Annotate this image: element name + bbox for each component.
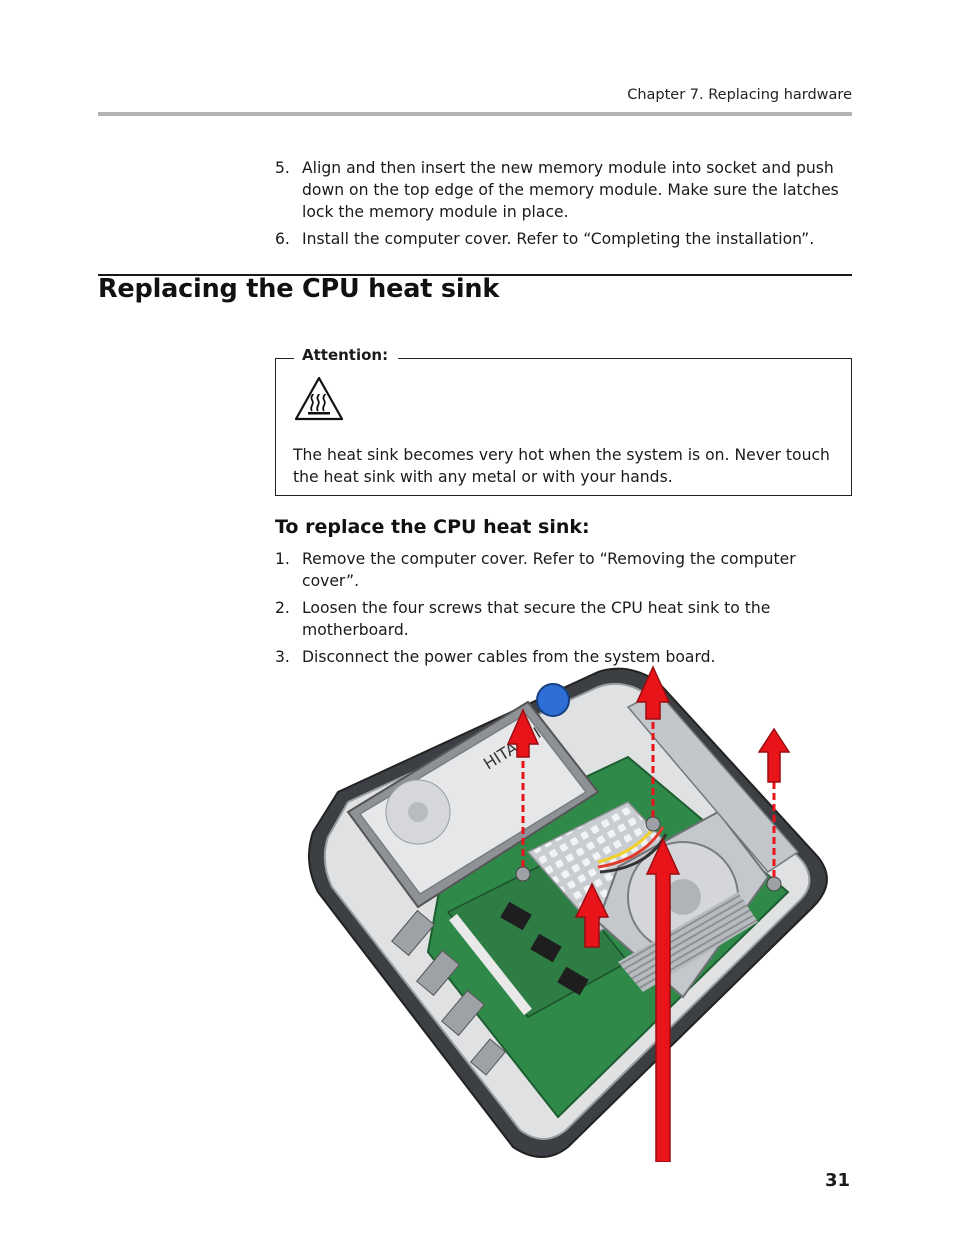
running-header: Chapter 7. Replacing hardware [627, 87, 852, 103]
arrow-up-icon [635, 665, 671, 720]
step-number: 6. [275, 230, 290, 248]
step-number: 2. [275, 599, 290, 617]
step-number: 5. [275, 159, 290, 177]
steps-list-top: 5. Align and then insert the new memory … [275, 157, 852, 255]
step-text: Loosen the four screws that secure the C… [302, 599, 771, 639]
arrow-up-icon [645, 837, 681, 1162]
arrow-up-icon [574, 882, 610, 948]
list-item: 6. Install the computer cover. Refer to … [275, 228, 852, 250]
cmos-battery [536, 683, 570, 717]
heat-sink-photo: HITACHI [308, 665, 828, 1162]
screw [766, 876, 782, 892]
hot-surface-warning-icon [294, 376, 344, 421]
attention-box: Attention: The heat sink becomes very ho… [275, 346, 852, 496]
step-text: Remove the computer cover. Refer to “Rem… [302, 550, 796, 590]
section-title: Replacing the CPU heat sink [98, 274, 500, 304]
page-number: 31 [824, 1170, 850, 1191]
step-text: Disconnect the power cables from the sys… [302, 648, 716, 666]
step-number: 3. [275, 648, 290, 666]
attention-label: Attention: [294, 346, 399, 364]
section-rule [98, 274, 852, 276]
procedure-heading: To replace the CPU heat sink: [275, 516, 590, 538]
arrow-up-icon [757, 727, 791, 783]
steps-list-procedure: 1. Remove the computer cover. Refer to “… [275, 548, 852, 673]
hard-drive: HITACHI [346, 700, 600, 909]
memory-module [446, 861, 630, 1018]
list-item: 2. Loosen the four screws that secure th… [275, 597, 852, 641]
list-item: 1. Remove the computer cover. Refer to “… [275, 548, 852, 592]
header-rule [98, 112, 852, 116]
screw [645, 816, 661, 832]
screw [515, 866, 531, 882]
step-text: Install the computer cover. Refer to “Co… [302, 230, 815, 248]
step-text: Align and then insert the new memory mod… [302, 159, 839, 221]
step-number: 1. [275, 550, 290, 568]
attention-text: The heat sink becomes very hot when the … [293, 446, 830, 486]
arrow-up-icon [506, 708, 540, 758]
list-item: 3. Disconnect the power cables from the … [275, 646, 852, 668]
list-item: 5. Align and then insert the new memory … [275, 157, 852, 223]
io-ports [391, 909, 507, 1076]
removal-arrows [506, 665, 791, 1162]
